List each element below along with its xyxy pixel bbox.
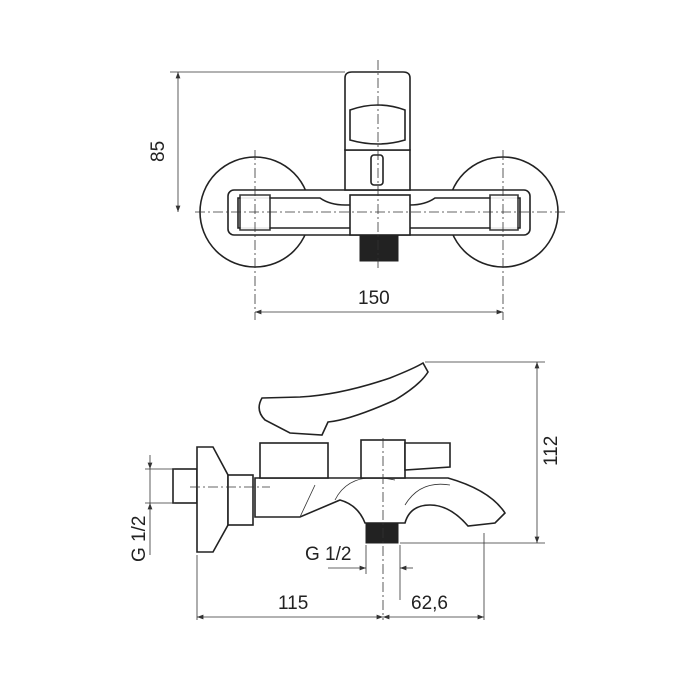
diverter-knob xyxy=(404,442,451,471)
dim-62-6-label: 62,6 xyxy=(411,593,448,614)
dim-85-label: 85 xyxy=(148,141,169,162)
side-view: 112 G 1/2 G 1/2 115 62,6 xyxy=(129,361,562,620)
outlet-thread-label: G 1/2 xyxy=(305,544,351,565)
dim-115-label: 115 xyxy=(278,593,308,614)
lever-handle xyxy=(258,361,429,436)
outlet-thread xyxy=(365,522,399,544)
dim-150-label: 150 xyxy=(358,288,390,309)
outlet-thread xyxy=(359,234,399,262)
inlet-pipe xyxy=(172,468,198,504)
cartridge-collar xyxy=(259,442,329,479)
dim-112-label: 112 xyxy=(541,436,562,466)
wall-flange xyxy=(196,446,229,553)
nut xyxy=(227,474,254,526)
spout-body xyxy=(254,477,507,527)
inlet-thread-label: G 1/2 xyxy=(129,516,150,562)
top-view: 85 150 xyxy=(148,60,565,320)
